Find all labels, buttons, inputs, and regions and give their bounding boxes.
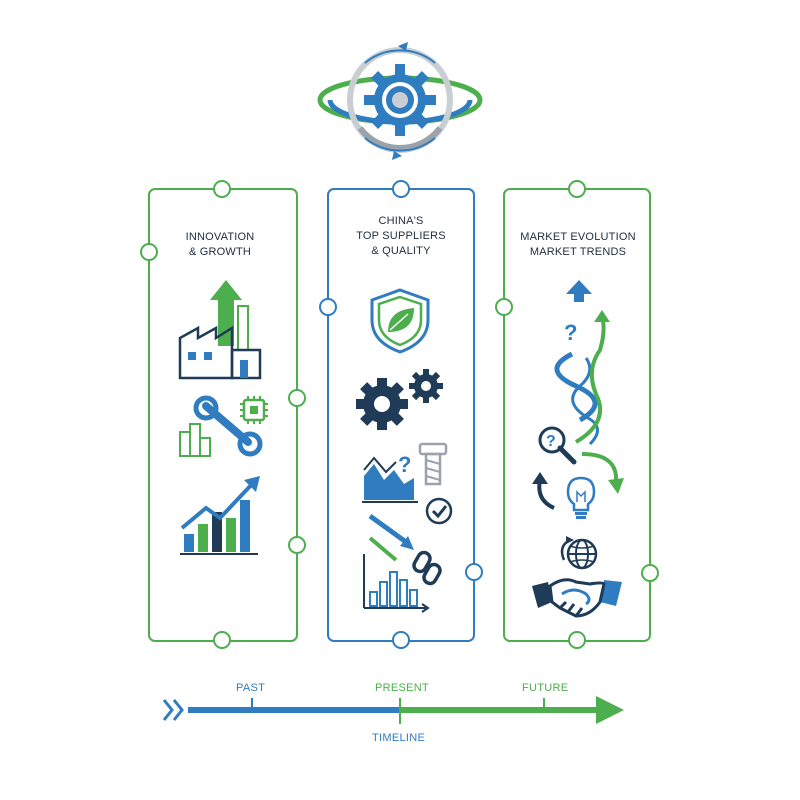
- timeline-title: TIMELINE: [372, 732, 426, 744]
- handshake-icon: [532, 578, 622, 618]
- curved-arrow-icon: [581, 452, 624, 494]
- bar-chart-icon: [363, 554, 430, 613]
- panel-title: CHINA'S TOP SUPPLIERS & QUALITY: [356, 215, 446, 257]
- up-arrow-icon: [566, 280, 592, 302]
- globe-icon: [560, 536, 598, 570]
- panel-frame: [319, 180, 483, 649]
- panel-frame: [495, 180, 659, 649]
- rising-bar-chart-icon: [180, 476, 260, 555]
- magnifier-icon: ?: [538, 426, 577, 465]
- svg-text:?: ?: [398, 452, 411, 477]
- timeline-arrow: [162, 696, 624, 724]
- timeline-label-present: PRESENT: [375, 682, 430, 694]
- panel-frame: [140, 180, 306, 649]
- gears-icon: [356, 369, 443, 430]
- shield-leaf-icon: [370, 288, 430, 354]
- lightbulb-icon: [566, 476, 596, 519]
- svg-text:?: ?: [546, 433, 556, 450]
- check-circle-icon: [425, 497, 453, 525]
- factory-growth-icon: [178, 280, 262, 380]
- bolt-icon: [418, 442, 448, 486]
- falling-arrows-icon: [368, 513, 414, 562]
- panel-title: INNOVATION & GROWTH: [185, 231, 255, 258]
- area-chart-question-icon: ?: [362, 452, 418, 503]
- timeline-label-future: FUTURE: [522, 682, 569, 694]
- wrench-chip-icon: [179, 395, 268, 457]
- winding-path-icon: ?: [554, 310, 610, 446]
- question-mark-icon: ?: [564, 320, 577, 345]
- return-arrow-icon: [532, 472, 555, 510]
- timeline-label-past: PAST: [236, 682, 266, 694]
- gear-cycle-icon: [317, 42, 483, 160]
- panel-title: MARKET EVOLUTION MARKET TRENDS: [520, 231, 636, 258]
- chain-link-icon: [412, 550, 442, 586]
